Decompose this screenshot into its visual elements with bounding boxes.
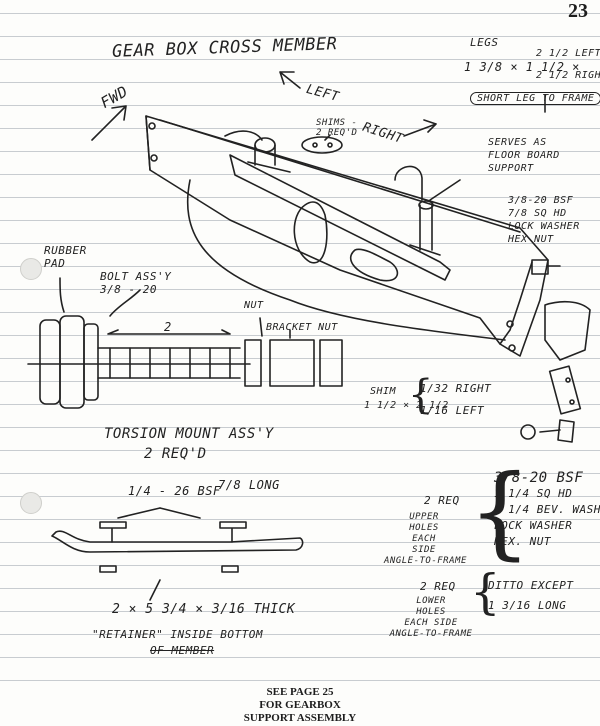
retainer-note-2: OF MEMBER: [150, 644, 215, 657]
side-hardware-drawing: [520, 259, 591, 443]
upper-holes-items: 3/8-20 BSF 1 1/4 SQ HD 1 1/4 BEV. WASHER…: [494, 470, 600, 548]
legs-right: 2 1/2 RIGHT: [536, 70, 600, 81]
lower-holes-desc: LOWER HOLES EACH SIDE ANGLE-TO-FRAME: [389, 596, 473, 639]
shim-label: SHIM: [370, 386, 397, 397]
binder-hole-bottom: [20, 492, 42, 514]
bracket-nut-label: BRACKET NUT: [266, 322, 338, 333]
lower-holes-req: 2 REQ: [420, 580, 456, 593]
upper-holes-desc: UPPER HOLES EACH SIDE ANGLE-TO-FRAME: [384, 512, 467, 566]
shim-size: 1 1/2 × 2 1/2: [364, 400, 449, 411]
bsf-label: 1/4 - 26 BSF: [128, 484, 221, 498]
shim-left: 1/16 LEFT: [420, 404, 485, 417]
page-number: 23: [568, 0, 588, 22]
lower-holes-brace: {: [470, 564, 501, 620]
legs-label: LEGS: [470, 36, 499, 49]
nut-label: NUT: [244, 300, 264, 311]
long-label: 7/8 LONG: [218, 478, 280, 492]
short-leg-note: SHORT LEG TO FRAME: [470, 92, 600, 105]
ruled-paper: [0, 0, 600, 690]
floor-support-label: SERVES AS FLOOR BOARD SUPPORT: [488, 137, 560, 174]
shim-brace: {: [408, 372, 434, 418]
binder-hole-top: [20, 258, 42, 280]
torsion-mount-drawing: [27, 277, 343, 409]
direction-arrows: [91, 71, 546, 201]
rubber-pad-label: RUBBER PAD: [44, 244, 87, 270]
footer-note: SEE PAGE 25 FOR GEARBOX SUPPORT ASSEMBLY: [243, 686, 357, 724]
cross-member-sketch: [27, 71, 591, 601]
cross-member-drawing: [145, 115, 549, 357]
upper-holes-req: 2 REQ: [424, 494, 460, 507]
legs-dims: 1 3/8 × 1 1/2 ×: [464, 60, 580, 74]
shims-label: SHIMS - 2 REQ'D: [316, 118, 358, 138]
dimension-2: 2: [164, 320, 172, 334]
retainer-note: "RETAINER" INSIDE BOTTOM: [92, 628, 263, 641]
shim-right: 1/32 RIGHT: [420, 382, 492, 395]
torsion-mount-label: TORSION MOUNT ASS'Y 2 REQ'D: [104, 426, 274, 462]
retainer-dims: 2 × 5 3/4 × 3/16 THICK: [112, 602, 296, 617]
bolt-assy-label: BOLT ASS'Y 3/8 - 20: [100, 270, 172, 296]
small-hardware-list: 3/8-20 BSF 7/8 SQ HD LOCK WASHER HEX NUT: [508, 195, 580, 245]
retainer-drawing: [51, 507, 304, 601]
upper-holes-brace: {: [468, 453, 532, 570]
legs-left: 2 1/2 LEFT: [536, 48, 600, 59]
lower-holes-items: DITTO EXCEPT 1 3/16 LONG: [488, 579, 574, 612]
